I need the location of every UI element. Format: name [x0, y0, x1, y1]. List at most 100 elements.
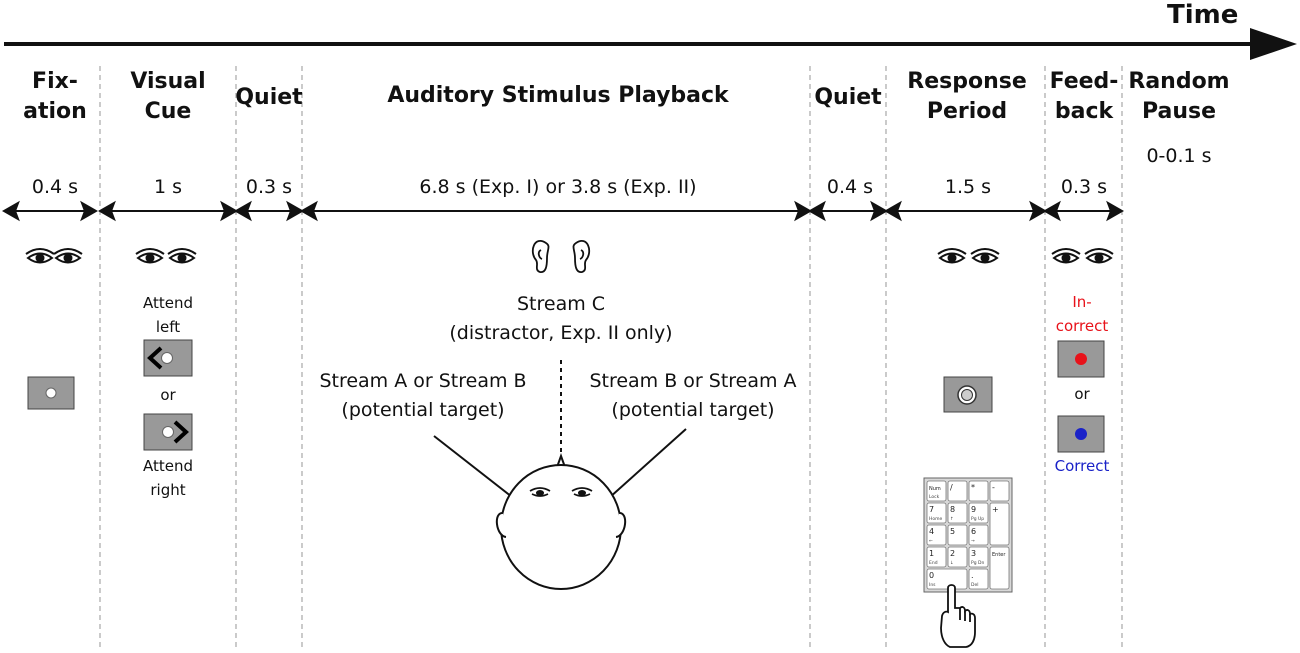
keypad-key-sublabel: Pg Dn — [971, 560, 984, 566]
keypad-key-label: 2 — [950, 549, 955, 558]
duration-random-pause: 0-0.1 s — [1146, 145, 1212, 167]
keypad-key-label: + — [992, 505, 999, 514]
phase-title-line2: back — [1054, 99, 1114, 124]
duration-arrow-auditory — [299, 200, 813, 222]
keypad-key-label: 6 — [971, 527, 976, 536]
keypad-key-sublabel: ← — [929, 539, 933, 544]
duration-arrow-quiet-1 — [233, 200, 305, 222]
phase-title-quiet-1: Quiet — [235, 85, 303, 110]
keypad-key-sublabel: Pg Up — [971, 516, 984, 522]
phase-title-auditory: Auditory Stimulus Playback — [387, 83, 729, 108]
keypad-key: 9 Pg Up — [968, 502, 989, 524]
phase-title-line1: Random — [1128, 69, 1230, 94]
keypad-key: 2↓ — [947, 546, 968, 568]
phase-title-line2: Period — [926, 99, 1008, 124]
keypad-key-sublabel: Lock — [929, 494, 940, 500]
eyes-icon-response — [937, 248, 1000, 264]
stream-c-label: Stream C (distractor, Exp. II only) — [449, 293, 673, 344]
eyes-icon-feedback — [1051, 248, 1114, 264]
keypad-key-sublabel: → — [971, 539, 975, 544]
keypad-key-label: . — [971, 571, 974, 580]
duration-auditory: 6.8 s (Exp. I) or 3.8 s (Exp. II) — [419, 176, 697, 198]
phase-title-line1: Visual — [130, 69, 206, 94]
keypad-key: + — [989, 502, 1010, 546]
keypad-key-sublabel: Del — [971, 582, 978, 588]
keypad-key: 6→ — [968, 524, 989, 546]
keypad-key: . Del — [968, 568, 989, 590]
keypad-key-label: - — [992, 483, 995, 492]
keypad-key: Enter — [989, 546, 1010, 590]
phase-title-quiet-2: Quiet — [814, 85, 882, 110]
phase-title-response: Response Period — [890, 67, 1044, 127]
cue-right-screen — [143, 413, 193, 451]
keypad-key-label: * — [971, 483, 975, 492]
attend-left-label: Attend left — [142, 294, 194, 336]
keypad-key-sublabel: End — [929, 560, 938, 566]
feedback-or-label: or — [1074, 385, 1090, 403]
feedback-incorrect-screen — [1057, 340, 1105, 378]
keypad-key-label: 0 — [929, 571, 934, 580]
phase-dividers — [99, 66, 1123, 650]
keypad-key-sublabel: ↑ — [950, 516, 954, 522]
keypad-key-label: Enter — [992, 552, 1006, 558]
keypad-key: 3 Pg Dn — [968, 546, 989, 568]
phase-title-fixation: Fix- ation — [10, 67, 100, 127]
keypad-key-sublabel: Ins — [929, 582, 936, 588]
keypad-key-label: 7 — [929, 505, 934, 514]
eyes-icon-visual-cue — [135, 248, 197, 264]
phase-title-feedback: Feed- back — [1044, 67, 1124, 127]
stream-left-label: Stream A or Stream B (potential target) — [319, 370, 527, 421]
duration-response: 1.5 s — [944, 176, 992, 198]
fixation-screen — [27, 376, 75, 410]
duration-arrow-quiet-2 — [807, 200, 889, 222]
response-screen — [943, 376, 993, 413]
correct-label: Correct — [1054, 457, 1110, 475]
cue-left-screen — [143, 339, 193, 377]
keypad-key-label: / — [950, 483, 953, 492]
phase-title-line1: Response — [907, 69, 1027, 94]
time-axis-label: Time — [1167, 0, 1239, 30]
duration-visual-cue: 1 s — [153, 176, 183, 198]
time-axis-arrowhead — [1250, 28, 1297, 60]
keypad-key-label: 8 — [950, 505, 955, 514]
eyes-icon-fixation — [25, 248, 83, 264]
duration-arrow-visual-cue — [97, 200, 239, 222]
keypad-key-label: 1 — [929, 549, 934, 558]
keypad-key-label: 9 — [971, 505, 976, 514]
duration-quiet-1: 0.3 s — [245, 176, 293, 198]
ears-icon — [532, 240, 590, 273]
keypad-key-label: 3 — [971, 549, 976, 558]
keypad-key: / — [947, 480, 968, 502]
phase-title-visual-cue: Visual Cue — [110, 67, 226, 127]
keypad-key-label: 4 — [929, 527, 934, 536]
duration-arrows — [1, 200, 1125, 222]
stream-right-label: Stream B or Stream A (potential target) — [589, 370, 797, 421]
keypad-key-label: 5 — [950, 527, 955, 536]
phase-title-line2: Pause — [1141, 99, 1217, 124]
keypad-key: 8↑ — [947, 502, 968, 524]
attend-right-label: Attend right — [142, 457, 194, 499]
phase-title-random-pause: Random Pause — [1122, 67, 1236, 127]
incorrect-label: In- correct — [1055, 293, 1109, 335]
cue-or-label: or — [160, 386, 176, 404]
duration-feedback: 0.3 s — [1060, 176, 1108, 198]
feedback-correct-screen — [1057, 415, 1105, 453]
duration-arrow-fixation — [1, 200, 99, 222]
keypad-key-label: Num — [929, 486, 941, 492]
duration-fixation: 0.4 s — [31, 176, 79, 198]
keypad-key: - — [989, 480, 1010, 502]
keypad-key: 4← — [926, 524, 947, 546]
phase-title-line1: Fix- — [32, 69, 78, 94]
keypad-key: * — [968, 480, 989, 502]
duration-quiet-2: 0.4 s — [826, 176, 874, 198]
phase-title-line2: ation — [23, 99, 87, 124]
keypad-key-sublabel: Home — [929, 516, 943, 522]
duration-arrow-response — [883, 200, 1048, 222]
duration-arrow-feedback — [1042, 200, 1125, 222]
